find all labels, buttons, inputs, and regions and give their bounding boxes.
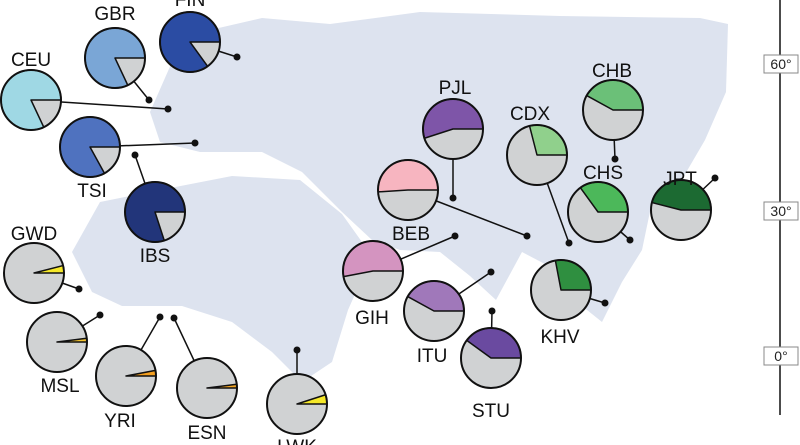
pie-outline-chb bbox=[582, 79, 644, 141]
population-label-gih: GIH bbox=[355, 308, 389, 329]
location-dot-gwd bbox=[75, 285, 83, 293]
pie-outline-tsi bbox=[59, 116, 121, 178]
pie-outline-stu bbox=[460, 327, 522, 389]
latitude-label: 60° bbox=[770, 56, 791, 72]
location-dot-jpt bbox=[711, 174, 719, 182]
population-label-ceu: CEU bbox=[11, 50, 51, 71]
location-dot-ibs bbox=[131, 151, 139, 159]
pie-outline-itu bbox=[403, 280, 465, 342]
pie-ceu: CEU bbox=[0, 50, 62, 131]
pie-outline-ibs bbox=[124, 181, 186, 243]
pie-outline-cdx bbox=[506, 124, 568, 186]
pie-khv: KHV bbox=[530, 259, 592, 348]
location-dot-beb bbox=[523, 232, 531, 240]
location-dot-tsi bbox=[191, 139, 199, 147]
location-dot-cdx bbox=[565, 239, 573, 247]
population-label-jpt: JPT bbox=[663, 169, 697, 190]
location-dot-itu bbox=[487, 268, 495, 276]
latitude-axis: 60° 30° 0° bbox=[763, 0, 799, 415]
location-dot-esn bbox=[170, 314, 178, 322]
location-dot-gih bbox=[451, 232, 459, 240]
location-dot-chs bbox=[626, 236, 634, 244]
pie-cdx: CDX bbox=[506, 104, 568, 186]
pie-outline-msl bbox=[26, 311, 88, 373]
population-label-beb: BEB bbox=[392, 224, 430, 245]
latitude-label-box bbox=[763, 54, 799, 74]
pie-outline-yri bbox=[95, 345, 157, 407]
location-dot-yri bbox=[156, 313, 164, 321]
pie-outline-khv bbox=[530, 259, 592, 321]
population-label-fin: FIN bbox=[175, 0, 206, 11]
population-label-tsi: TSI bbox=[77, 181, 107, 202]
population-label-ibs: IBS bbox=[140, 246, 171, 267]
location-dot-pjl bbox=[449, 194, 457, 202]
pie-outline-beb bbox=[377, 159, 439, 221]
pie-pjl: PJL bbox=[422, 78, 484, 160]
location-dot-chb bbox=[611, 155, 619, 163]
pie-outline-jpt bbox=[650, 179, 712, 241]
pie-jpt: JPT bbox=[650, 169, 712, 241]
pie-chb: CHB bbox=[582, 61, 644, 141]
latitude-label-box bbox=[763, 201, 799, 221]
pie-outline-lwk bbox=[266, 373, 328, 435]
pie-outline-gih bbox=[342, 240, 404, 302]
population-label-itu: ITU bbox=[417, 346, 448, 367]
pie-lwk: LWK bbox=[266, 373, 328, 445]
eurasia-landmass bbox=[150, 12, 728, 322]
pie-outline-gbr bbox=[84, 27, 146, 89]
latitude-label: 30° bbox=[770, 203, 791, 219]
location-dot-lwk bbox=[293, 346, 301, 354]
pie-esn: ESN bbox=[176, 357, 238, 444]
pie-gbr: GBR bbox=[84, 4, 146, 89]
population-label-msl: MSL bbox=[40, 376, 79, 397]
population-label-cdx: CDX bbox=[510, 104, 550, 125]
pie-gih: GIH bbox=[342, 240, 404, 329]
population-label-esn: ESN bbox=[187, 423, 226, 444]
population-label-khv: KHV bbox=[540, 327, 579, 348]
location-dot-ceu bbox=[164, 105, 172, 113]
pie-gwd: GWD bbox=[3, 224, 65, 304]
pie-outline-pjl bbox=[422, 98, 484, 160]
population-label-pjl: PJL bbox=[439, 78, 472, 99]
location-dot-fin bbox=[233, 53, 241, 61]
population-label-yri: YRI bbox=[104, 411, 136, 432]
pie-outline-ceu bbox=[0, 69, 62, 131]
pie-tsi: TSI bbox=[59, 116, 121, 202]
pie-itu: ITU bbox=[403, 280, 465, 367]
population-label-stu: STU bbox=[472, 401, 510, 422]
pie-fin: FIN bbox=[159, 0, 221, 73]
population-label-lwk: LWK bbox=[277, 437, 317, 445]
pie-msl: MSL bbox=[26, 311, 88, 397]
pie-yri: YRI bbox=[95, 345, 157, 432]
pie-chs: CHS bbox=[567, 163, 629, 243]
pie-outline-esn bbox=[176, 357, 238, 419]
population-label-gbr: GBR bbox=[94, 4, 135, 25]
population-label-chb: CHB bbox=[592, 61, 632, 82]
pie-outline-fin bbox=[159, 11, 221, 73]
population-label-chs: CHS bbox=[583, 163, 623, 184]
location-dot-gbr bbox=[145, 96, 153, 104]
pie-outline-chs bbox=[567, 181, 629, 243]
location-dot-khv bbox=[601, 299, 609, 307]
location-dot-msl bbox=[96, 311, 104, 319]
latitude-label: 0° bbox=[774, 348, 787, 364]
pie-stu: STU bbox=[460, 327, 522, 422]
location-dot-stu bbox=[488, 307, 496, 315]
pie-ibs: IBS bbox=[124, 181, 186, 267]
latitude-label-box bbox=[763, 346, 799, 366]
pie-outline-gwd bbox=[3, 242, 65, 304]
population-label-gwd: GWD bbox=[11, 224, 57, 245]
pie-beb: BEB bbox=[377, 159, 439, 245]
